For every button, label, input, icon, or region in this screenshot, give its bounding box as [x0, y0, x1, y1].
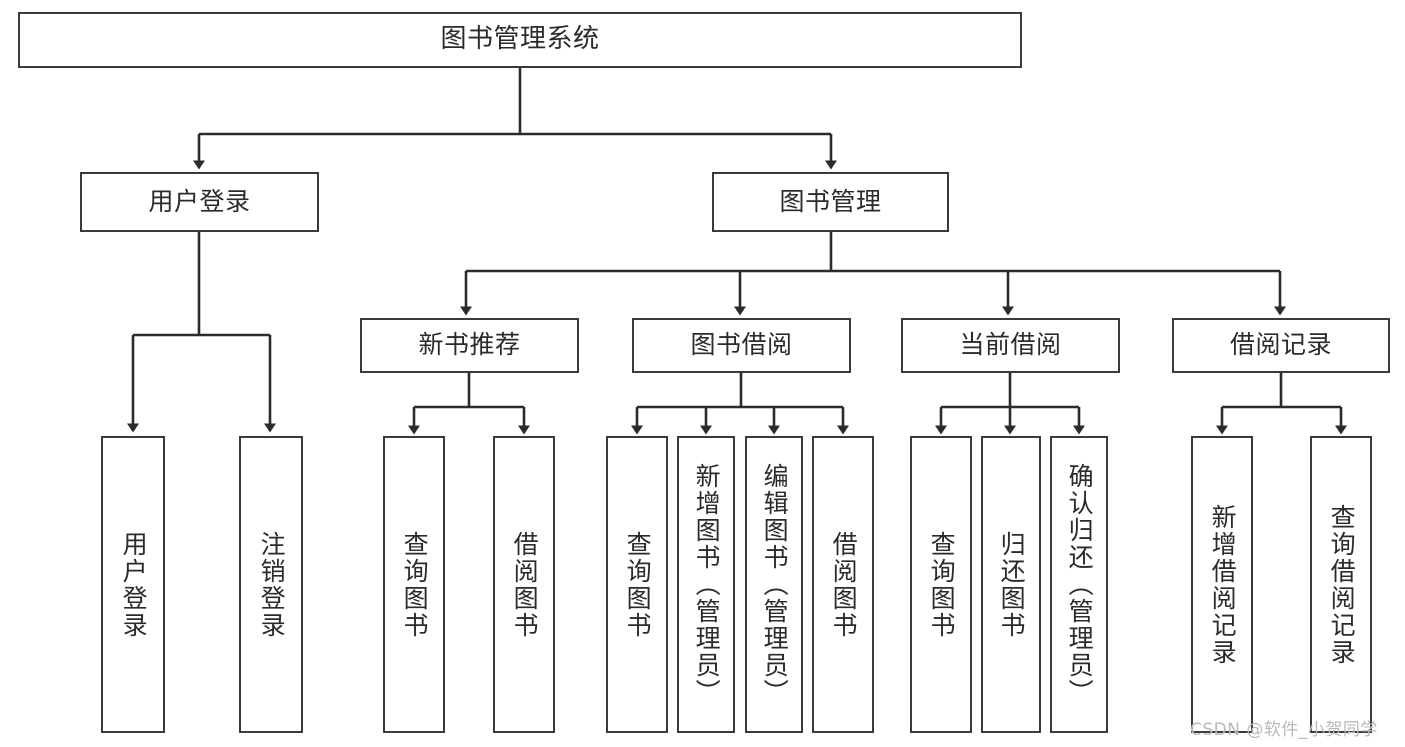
node-leaf-borrow-book[interactable]: 借阅图书 — [812, 436, 874, 733]
node-new-book-recommend-label: 新书推荐 — [418, 330, 521, 360]
node-leaf-query-borrow-record-label: 查询借阅记录 — [1327, 503, 1357, 666]
node-borrow-record[interactable]: 借阅记录 — [1172, 318, 1390, 373]
node-root-label: 图书管理系统 — [440, 24, 600, 55]
node-user-login-label: 用户登录 — [148, 186, 251, 216]
node-leaf-query-book-borrow-label: 查询图书 — [623, 530, 653, 639]
node-leaf-borrow-book-label: 借阅图书 — [829, 530, 859, 639]
node-leaf-confirm-return-admin[interactable]: 确认归还（管理员） — [1050, 436, 1108, 733]
node-current-borrow[interactable]: 当前借阅 — [901, 318, 1120, 373]
node-new-book-recommend[interactable]: 新书推荐 — [360, 318, 579, 373]
node-leaf-add-book-admin-label: 新增图书（管理员） — [692, 463, 722, 706]
node-leaf-edit-book-admin-label: 编辑图书（管理员） — [760, 463, 790, 706]
node-leaf-query-book-borrow[interactable]: 查询图书 — [606, 436, 668, 733]
node-leaf-add-borrow-record[interactable]: 新增借阅记录 — [1191, 436, 1253, 733]
node-book-management-label: 图书管理 — [779, 186, 882, 216]
node-leaf-user-login-label: 用户登录 — [119, 530, 149, 639]
node-leaf-logout[interactable]: 注销登录 — [239, 436, 303, 733]
node-leaf-query-book-current-label: 查询图书 — [927, 530, 957, 639]
node-book-borrow-label: 图书借阅 — [690, 330, 793, 360]
node-leaf-query-book-recommend[interactable]: 查询图书 — [383, 436, 445, 733]
node-leaf-return-book-label: 归还图书 — [997, 530, 1027, 639]
csdn-watermark: CSDN @软件_小贺同学 — [1190, 720, 1378, 740]
node-borrow-record-label: 借阅记录 — [1229, 330, 1332, 360]
node-leaf-add-borrow-record-label: 新增借阅记录 — [1208, 503, 1238, 666]
node-leaf-confirm-return-admin-label: 确认归还（管理员） — [1065, 463, 1095, 706]
node-leaf-query-borrow-record[interactable]: 查询借阅记录 — [1310, 436, 1372, 733]
node-leaf-borrow-book-recommend[interactable]: 借阅图书 — [493, 436, 555, 733]
node-leaf-logout-label: 注销登录 — [257, 530, 287, 639]
node-user-login[interactable]: 用户登录 — [80, 172, 319, 232]
node-leaf-return-book[interactable]: 归还图书 — [981, 436, 1041, 733]
node-leaf-user-login[interactable]: 用户登录 — [101, 436, 165, 733]
node-leaf-query-book-current[interactable]: 查询图书 — [910, 436, 972, 733]
node-leaf-borrow-book-recommend-label: 借阅图书 — [510, 530, 540, 639]
node-leaf-edit-book-admin[interactable]: 编辑图书（管理员） — [745, 436, 803, 733]
node-book-management[interactable]: 图书管理 — [712, 172, 949, 232]
node-current-borrow-label: 当前借阅 — [959, 330, 1062, 360]
node-leaf-add-book-admin[interactable]: 新增图书（管理员） — [677, 436, 735, 733]
node-root-book-management-system[interactable]: 图书管理系统 — [18, 12, 1022, 68]
node-book-borrow[interactable]: 图书借阅 — [632, 318, 851, 373]
node-leaf-query-book-recommend-label: 查询图书 — [400, 530, 430, 639]
